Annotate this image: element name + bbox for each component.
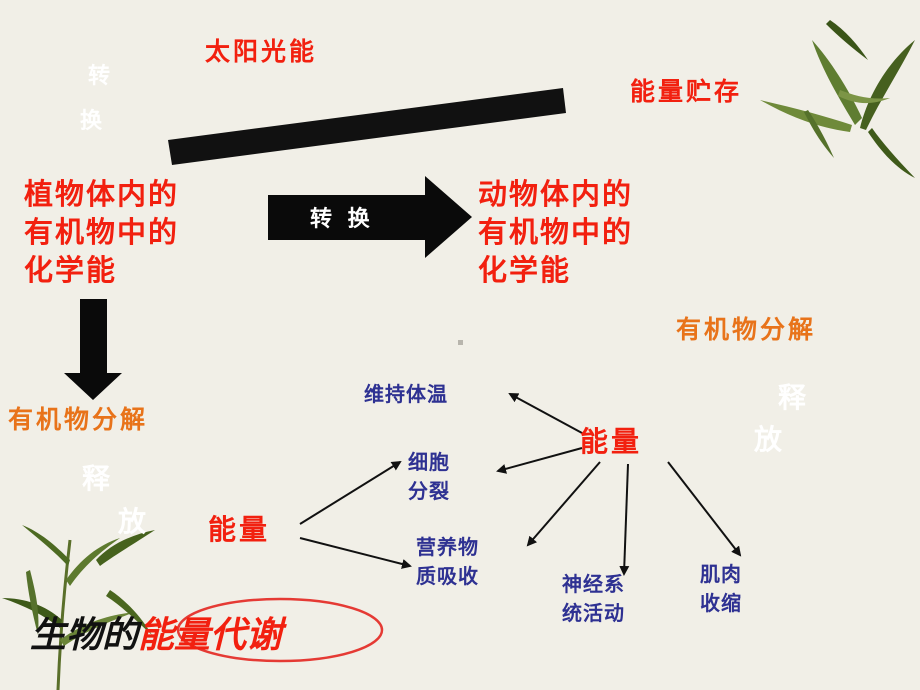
release-right-char-1: 释 xyxy=(778,381,807,414)
cell-division-label: 细胞 分裂 xyxy=(408,448,450,506)
decompose-right-label: 有机物分解 xyxy=(676,315,817,344)
bamboo-bottom-left-decoration xyxy=(2,525,155,690)
plant-line-1: 植物体内的 xyxy=(24,177,180,211)
energy-left-label: 能量 xyxy=(208,513,271,546)
nutrient-absorption-label: 营养物 质吸收 xyxy=(416,533,479,591)
arrow-to-nerve xyxy=(619,463,630,576)
release-left-char-1: 释 xyxy=(82,462,111,495)
muscle-contraction-label: 肌肉 收缩 xyxy=(700,560,742,618)
decompose-left-label: 有机物分解 xyxy=(8,405,149,434)
arrow-left-to-absorption xyxy=(299,537,412,569)
absorption-line-1: 营养物 xyxy=(416,535,479,559)
convert-vertical-char-2: 换 xyxy=(80,109,103,134)
title-highlight-ellipse xyxy=(176,597,384,663)
animal-line-2: 有机物中的 xyxy=(478,215,634,249)
plant-chemical-energy: 植物体内的 有机物中的 化学能 xyxy=(24,175,179,289)
decompose-down-arrow xyxy=(64,299,122,400)
bamboo-top-right-decoration xyxy=(760,20,915,178)
absorption-line-2: 质吸收 xyxy=(416,564,479,588)
convert-arrow-label: 转 换 xyxy=(310,207,374,232)
release-left-char-2: 放 xyxy=(118,505,147,538)
nerve-line-2: 统活动 xyxy=(562,601,625,625)
arrow-to-absorption xyxy=(526,461,601,547)
cell-division-line-2: 分裂 xyxy=(408,479,450,503)
maintain-temperature-label: 维持体温 xyxy=(364,382,448,406)
cell-division-line-1: 细胞 xyxy=(408,450,450,474)
plant-line-2: 有机物中的 xyxy=(24,215,180,249)
arrow-to-temperature xyxy=(508,393,583,434)
plant-line-3: 化学能 xyxy=(24,253,118,287)
title-highlight: 能量代谢 xyxy=(138,615,283,656)
animal-line-1: 动物体内的 xyxy=(478,177,634,211)
energy-storage-label: 能量贮存 xyxy=(630,77,743,106)
muscle-line-1: 肌肉 xyxy=(700,562,742,586)
animal-chemical-energy: 动物体内的 有机物中的 化学能 xyxy=(478,175,633,289)
convert-arrow xyxy=(268,176,472,258)
sunlight-energy-label: 太阳光能 xyxy=(205,37,318,66)
energy-right-label: 能量 xyxy=(580,425,643,458)
nervous-system-label: 神经系 统活动 xyxy=(562,570,625,628)
muscle-line-2: 收缩 xyxy=(700,591,742,615)
nerve-line-1: 神经系 xyxy=(562,572,625,596)
arrow-left-to-division xyxy=(299,460,402,525)
energy-flow-bar xyxy=(168,88,566,165)
center-dot xyxy=(458,340,463,345)
convert-vertical-char-1: 转 xyxy=(88,64,111,89)
arrow-to-cell-division xyxy=(496,447,583,474)
slide-title: 生物的能量代谢 xyxy=(30,606,282,658)
animal-line-3: 化学能 xyxy=(478,253,572,287)
release-right-char-2: 放 xyxy=(754,423,783,456)
title-prefix: 生物的 xyxy=(30,615,139,656)
arrow-to-muscle xyxy=(667,461,742,557)
